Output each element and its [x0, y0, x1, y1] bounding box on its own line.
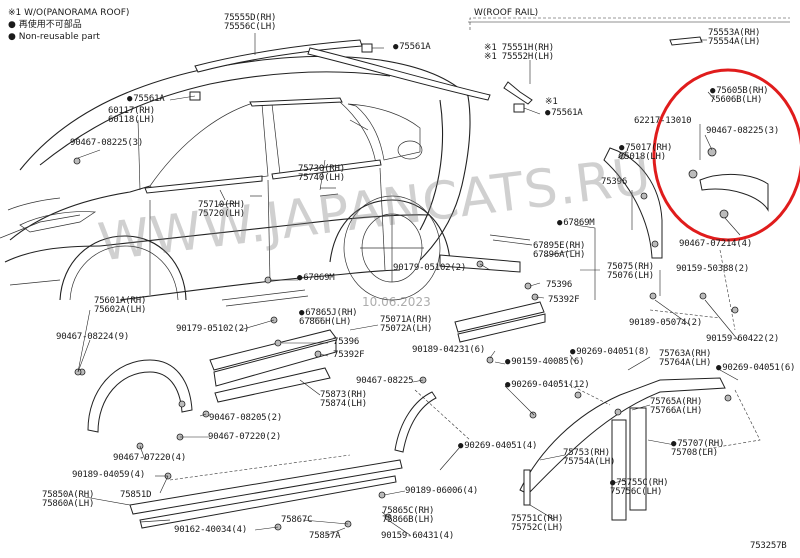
part-label[interactable]: 75396 [546, 280, 573, 290]
part-label[interactable]: 90189-06006(4) [405, 486, 479, 496]
part-label[interactable]: 75605B(RH) 75606B(LH) [710, 87, 769, 105]
door-moldings [209, 234, 546, 403]
part-label[interactable]: 75751C(RH) 75752C(LH) [511, 514, 564, 533]
part-label[interactable]: 75075(RH) 75076(LH) [607, 262, 654, 281]
part-label[interactable]: 90269-04051(12) [505, 381, 589, 390]
japanese-nonreusable-text: 再使用不可部品 [18, 20, 82, 30]
part-label[interactable]: 90159-40085(6) [505, 358, 584, 367]
part-label[interactable]: 75396 [333, 337, 360, 347]
nonreusable-bullet-icon: ● [8, 20, 16, 30]
part-label[interactable]: 75865C(RH) 75866B(LH) [382, 506, 435, 525]
part-label[interactable]: 62217-13010 [634, 116, 692, 126]
diagram-id: 753257B [750, 541, 787, 551]
date-stamp: 10.06.2023 [362, 295, 431, 309]
part-label[interactable]: 90189-05074(2) [629, 318, 703, 328]
part-label[interactable]: 90269-04051(6) [716, 364, 795, 373]
part-label[interactable]: 90159-60422(2) [706, 334, 780, 344]
front-wheel-flare [78, 359, 193, 433]
part-label[interactable]: 75850A(RH) 75860A(LH) [42, 490, 95, 509]
part-label[interactable]: 90467-07220(4) [113, 453, 187, 463]
part-label[interactable]: 90467-08205(2) [209, 413, 283, 423]
part-label[interactable]: 75763A(RH) 75764A(LH) [659, 349, 712, 368]
part-label[interactable]: 90179-05102(2) [393, 263, 467, 273]
part-label[interactable]: 67865J(RH) 67866H(LH) [299, 309, 358, 327]
part-label[interactable]: 90159-50388(2) [676, 264, 750, 274]
part-label[interactable]: 60117(RH) 60118(LH) [108, 106, 155, 125]
part-label[interactable]: 67869M [557, 219, 595, 228]
part-label[interactable]: 75561A [127, 95, 165, 104]
part-label[interactable]: 67895E(RH) 67896A(LH) [533, 241, 586, 260]
part-label[interactable]: 75730(RH) 75740(LH) [298, 164, 345, 183]
part-label[interactable]: ※1 75551H(RH) ※1 75552H(LH) [484, 43, 554, 62]
part-label[interactable]: 75017(RH) 75018(LH) [619, 144, 672, 162]
part-label[interactable]: 75873(RH) 75874(LH) [320, 390, 367, 409]
part-label[interactable]: 75071A(RH) 75072A(LH) [380, 315, 433, 334]
part-label[interactable]: 90189-04231(6) [412, 345, 486, 355]
part-label: ※1 [545, 97, 558, 107]
part-label[interactable]: 75555D(RH) 75556C(LH) [224, 13, 277, 32]
part-label[interactable]: 90269-04051(8) [570, 348, 649, 357]
car-body-outline [0, 55, 471, 301]
part-label[interactable]: 90179-05102(2) [176, 324, 250, 334]
roof-rail-header: W(ROOF RAIL) [474, 8, 539, 18]
nonreusable-bullet-icon: ● [8, 32, 16, 42]
part-label[interactable]: 75851D [120, 490, 152, 500]
panorama-roof-note: ※1 W/O(PANORAMA ROOF) [8, 8, 130, 18]
quarter-garnish [688, 147, 769, 219]
part-label[interactable]: 75396 [601, 177, 628, 187]
part-label[interactable]: 75765A(RH) 75766A(LH) [650, 397, 703, 416]
japanese-nonreusable-note: ● 再使用不可部品 [8, 20, 82, 31]
part-label[interactable]: 90467-08224(9) [56, 332, 130, 342]
belt-moldings [144, 97, 382, 194]
nonreusable-part-text: Non-reusable part [18, 32, 100, 42]
part-label[interactable]: 90159-60431(4) [381, 531, 455, 541]
part-label[interactable]: 75561A [545, 109, 583, 118]
part-label[interactable]: 75392F [333, 350, 365, 360]
nonreusable-part-note: ● Non-reusable part [8, 32, 100, 43]
part-label[interactable]: 75561A [393, 43, 431, 52]
rocker-molding [129, 459, 403, 529]
part-label[interactable]: 75553A(RH) 75554A(LH) [708, 28, 761, 47]
part-label[interactable]: 90269-04051(4) [458, 442, 537, 451]
part-label[interactable]: 90467-08225(3) [706, 126, 780, 136]
part-label[interactable]: 75392F [548, 295, 580, 305]
part-label[interactable]: 67869M [297, 274, 335, 283]
roof-moldings [189, 36, 703, 113]
part-label[interactable]: 90467-07214(4) [679, 239, 753, 249]
part-label[interactable]: 75753(RH) 75754A(LH) [563, 448, 616, 467]
part-label[interactable]: 75601A(RH) 75602A(LH) [94, 296, 147, 315]
part-label[interactable]: 90189-04059(4) [72, 470, 146, 480]
part-label[interactable]: 75710(RH) 75720(LH) [198, 200, 245, 219]
part-label[interactable]: 75707(RH) 75708(LH) [671, 440, 724, 458]
part-label[interactable]: 75857A [309, 531, 341, 541]
part-label[interactable]: 90467-08225 [356, 376, 414, 386]
part-label[interactable]: 90467-08225(3) [70, 138, 144, 148]
part-label[interactable]: 90162-40034(4) [174, 525, 248, 535]
part-label[interactable]: 90467-07220(2) [208, 432, 282, 442]
part-label[interactable]: 75867C [281, 515, 313, 525]
part-label[interactable]: 75755C(RH) 75756C(LH) [610, 479, 669, 497]
